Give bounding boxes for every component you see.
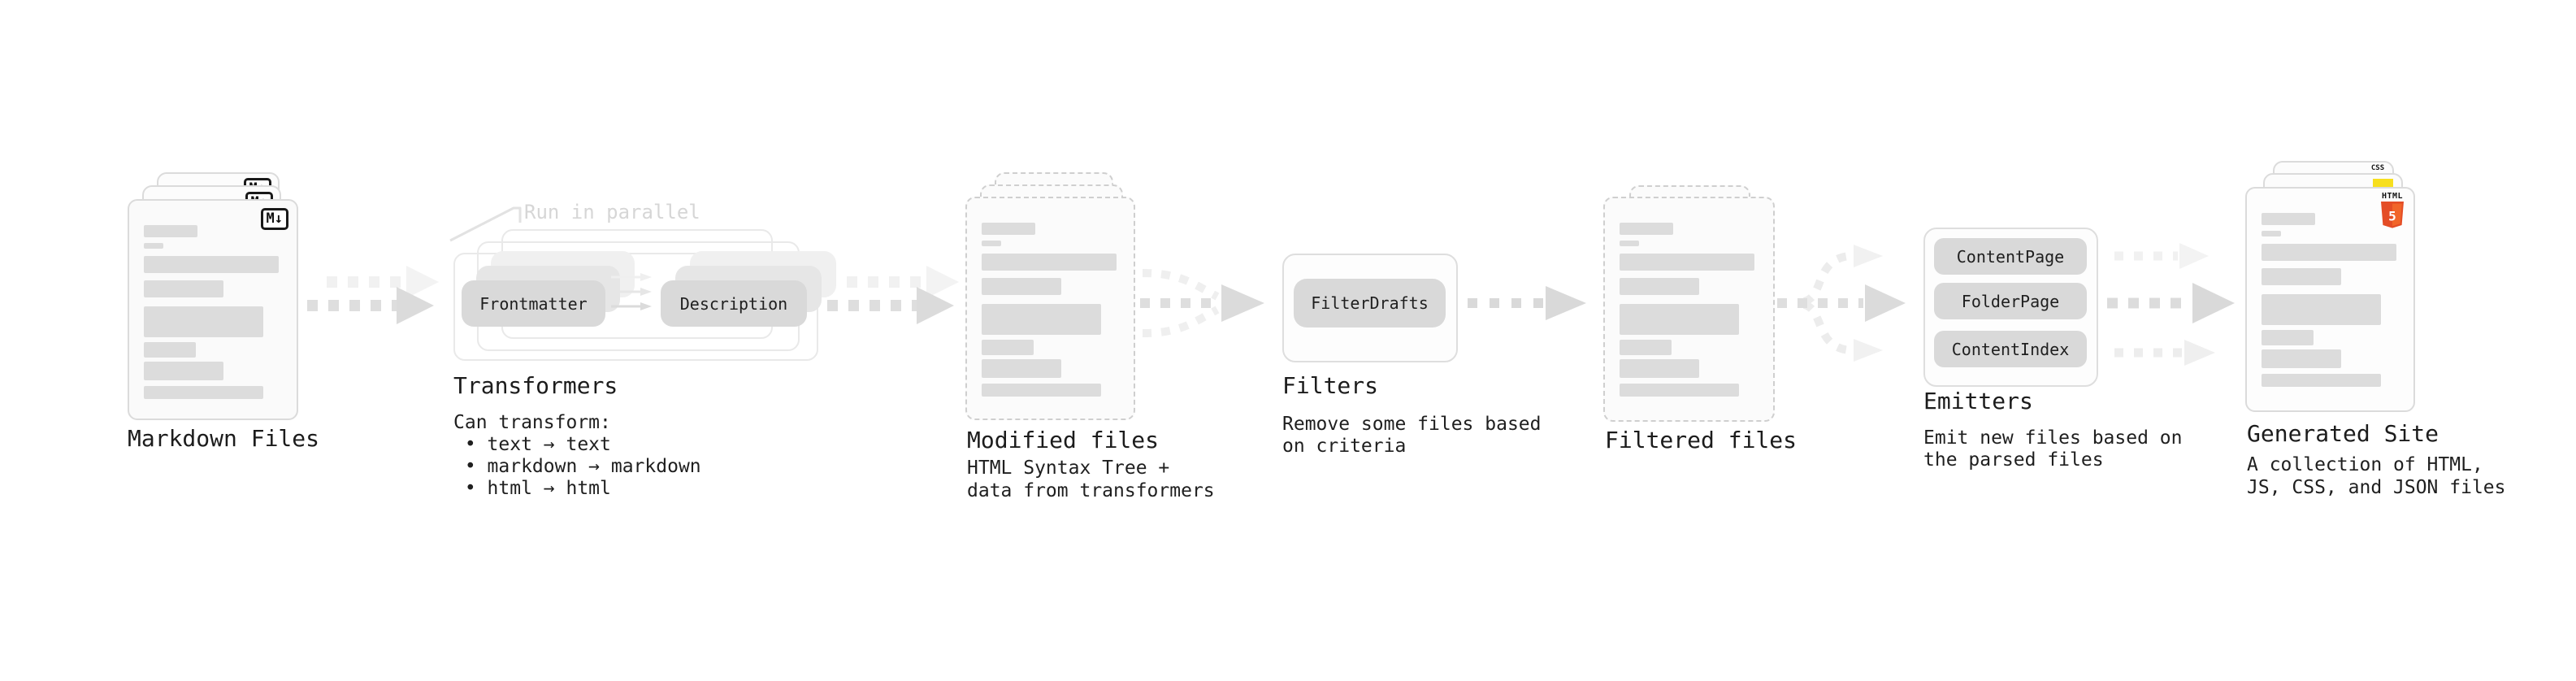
content-placeholder-bar <box>144 225 197 237</box>
js-icon <box>2373 179 2393 189</box>
filters-label: Filters <box>1282 372 1379 399</box>
frontmatter-pill: Frontmatter <box>462 280 605 327</box>
svg-text:5: 5 <box>2388 209 2396 224</box>
branch-arrow-icon <box>1777 245 1906 362</box>
content-placeholder-bar <box>2262 330 2314 345</box>
content-placeholder-bar <box>2262 268 2341 285</box>
markdown-files-label: Markdown Files <box>128 425 320 452</box>
content-placeholder-bar <box>982 340 1034 355</box>
content-placeholder-bar <box>144 306 263 337</box>
merge-arrow-icon <box>1140 269 1264 337</box>
content-placeholder-bar <box>1620 340 1672 355</box>
content-placeholder-bar <box>1620 223 1673 235</box>
html5-icon: HTML 5 <box>2379 193 2406 232</box>
flow-arrow-icon <box>307 266 439 324</box>
html5-shield-icon: 5 <box>2381 202 2404 228</box>
filtered-files-label: Filtered files <box>1605 427 1798 453</box>
content-placeholder-bar <box>144 386 263 399</box>
content-placeholder-bar <box>1620 304 1739 335</box>
content-placeholder-bar <box>1620 241 1639 246</box>
contentpage-pill: ContentPage <box>1934 238 2087 275</box>
triple-arrow-icon <box>2107 243 2235 366</box>
run-in-parallel-annotation: Run in parallel <box>524 201 700 223</box>
emitters-label: Emitters <box>1923 388 2033 414</box>
content-placeholder-bar <box>2262 294 2381 325</box>
filters-description: Remove some files based on criteria <box>1282 414 1542 457</box>
content-placeholder-bar <box>144 342 196 358</box>
generated-site-description: A collection of HTML, JS, CSS, and JSON … <box>2247 454 2506 498</box>
contentindex-pill: ContentIndex <box>1934 331 2087 367</box>
site-file-card-front: HTML 5 <box>2245 187 2415 412</box>
content-placeholder-bar <box>982 254 1117 271</box>
content-placeholder-bar <box>1620 359 1699 378</box>
content-placeholder-bar <box>1620 278 1699 295</box>
modified-files-label: Modified files <box>967 427 1160 453</box>
html5-badge-label: HTML <box>2381 192 2404 201</box>
transformers-description: Can transform: • text → text • markdown … <box>453 412 701 499</box>
mini-transform-arrows-icon <box>611 273 652 310</box>
modified-files-description: HTML Syntax Tree + data from transformer… <box>967 458 1215 501</box>
content-placeholder-bar <box>2262 244 2396 261</box>
content-placeholder-bar <box>144 362 223 380</box>
markdown-icon: M↓ <box>260 208 288 230</box>
generated-site-label: Generated Site <box>2247 420 2439 447</box>
content-placeholder-bar <box>144 243 163 249</box>
leader-line <box>449 206 522 242</box>
flow-arrow-icon <box>827 266 959 324</box>
content-placeholder-bar <box>144 256 279 273</box>
content-placeholder-bar <box>1620 254 1754 271</box>
emitters-description: Emit new files based on the parsed files <box>1923 427 2183 471</box>
content-placeholder-bar <box>144 280 223 297</box>
transformers-label: Transformers <box>453 372 618 399</box>
content-placeholder-bar <box>982 278 1061 295</box>
flow-arrow-icon <box>1468 286 1586 320</box>
folderpage-pill: FolderPage <box>1934 283 2087 319</box>
content-placeholder-bar <box>2262 374 2381 387</box>
content-placeholder-bar <box>982 241 1001 246</box>
filterdrafts-pill: FilterDrafts <box>1294 279 1446 327</box>
content-placeholder-bar <box>982 223 1035 235</box>
markdown-file-card-front: M↓ <box>128 199 298 420</box>
content-placeholder-bar <box>2262 231 2281 236</box>
content-placeholder-bar <box>2262 213 2315 225</box>
description-pill: Description <box>661 280 807 327</box>
content-placeholder-bar <box>1620 384 1739 397</box>
content-placeholder-bar <box>982 359 1061 378</box>
css-badge-label: CSS <box>2370 164 2385 172</box>
content-placeholder-bar <box>2262 349 2341 368</box>
content-placeholder-bar <box>982 304 1101 335</box>
content-placeholder-bar <box>982 384 1101 397</box>
filtered-file-card-front <box>1603 197 1775 422</box>
modified-file-card-front <box>965 197 1135 420</box>
